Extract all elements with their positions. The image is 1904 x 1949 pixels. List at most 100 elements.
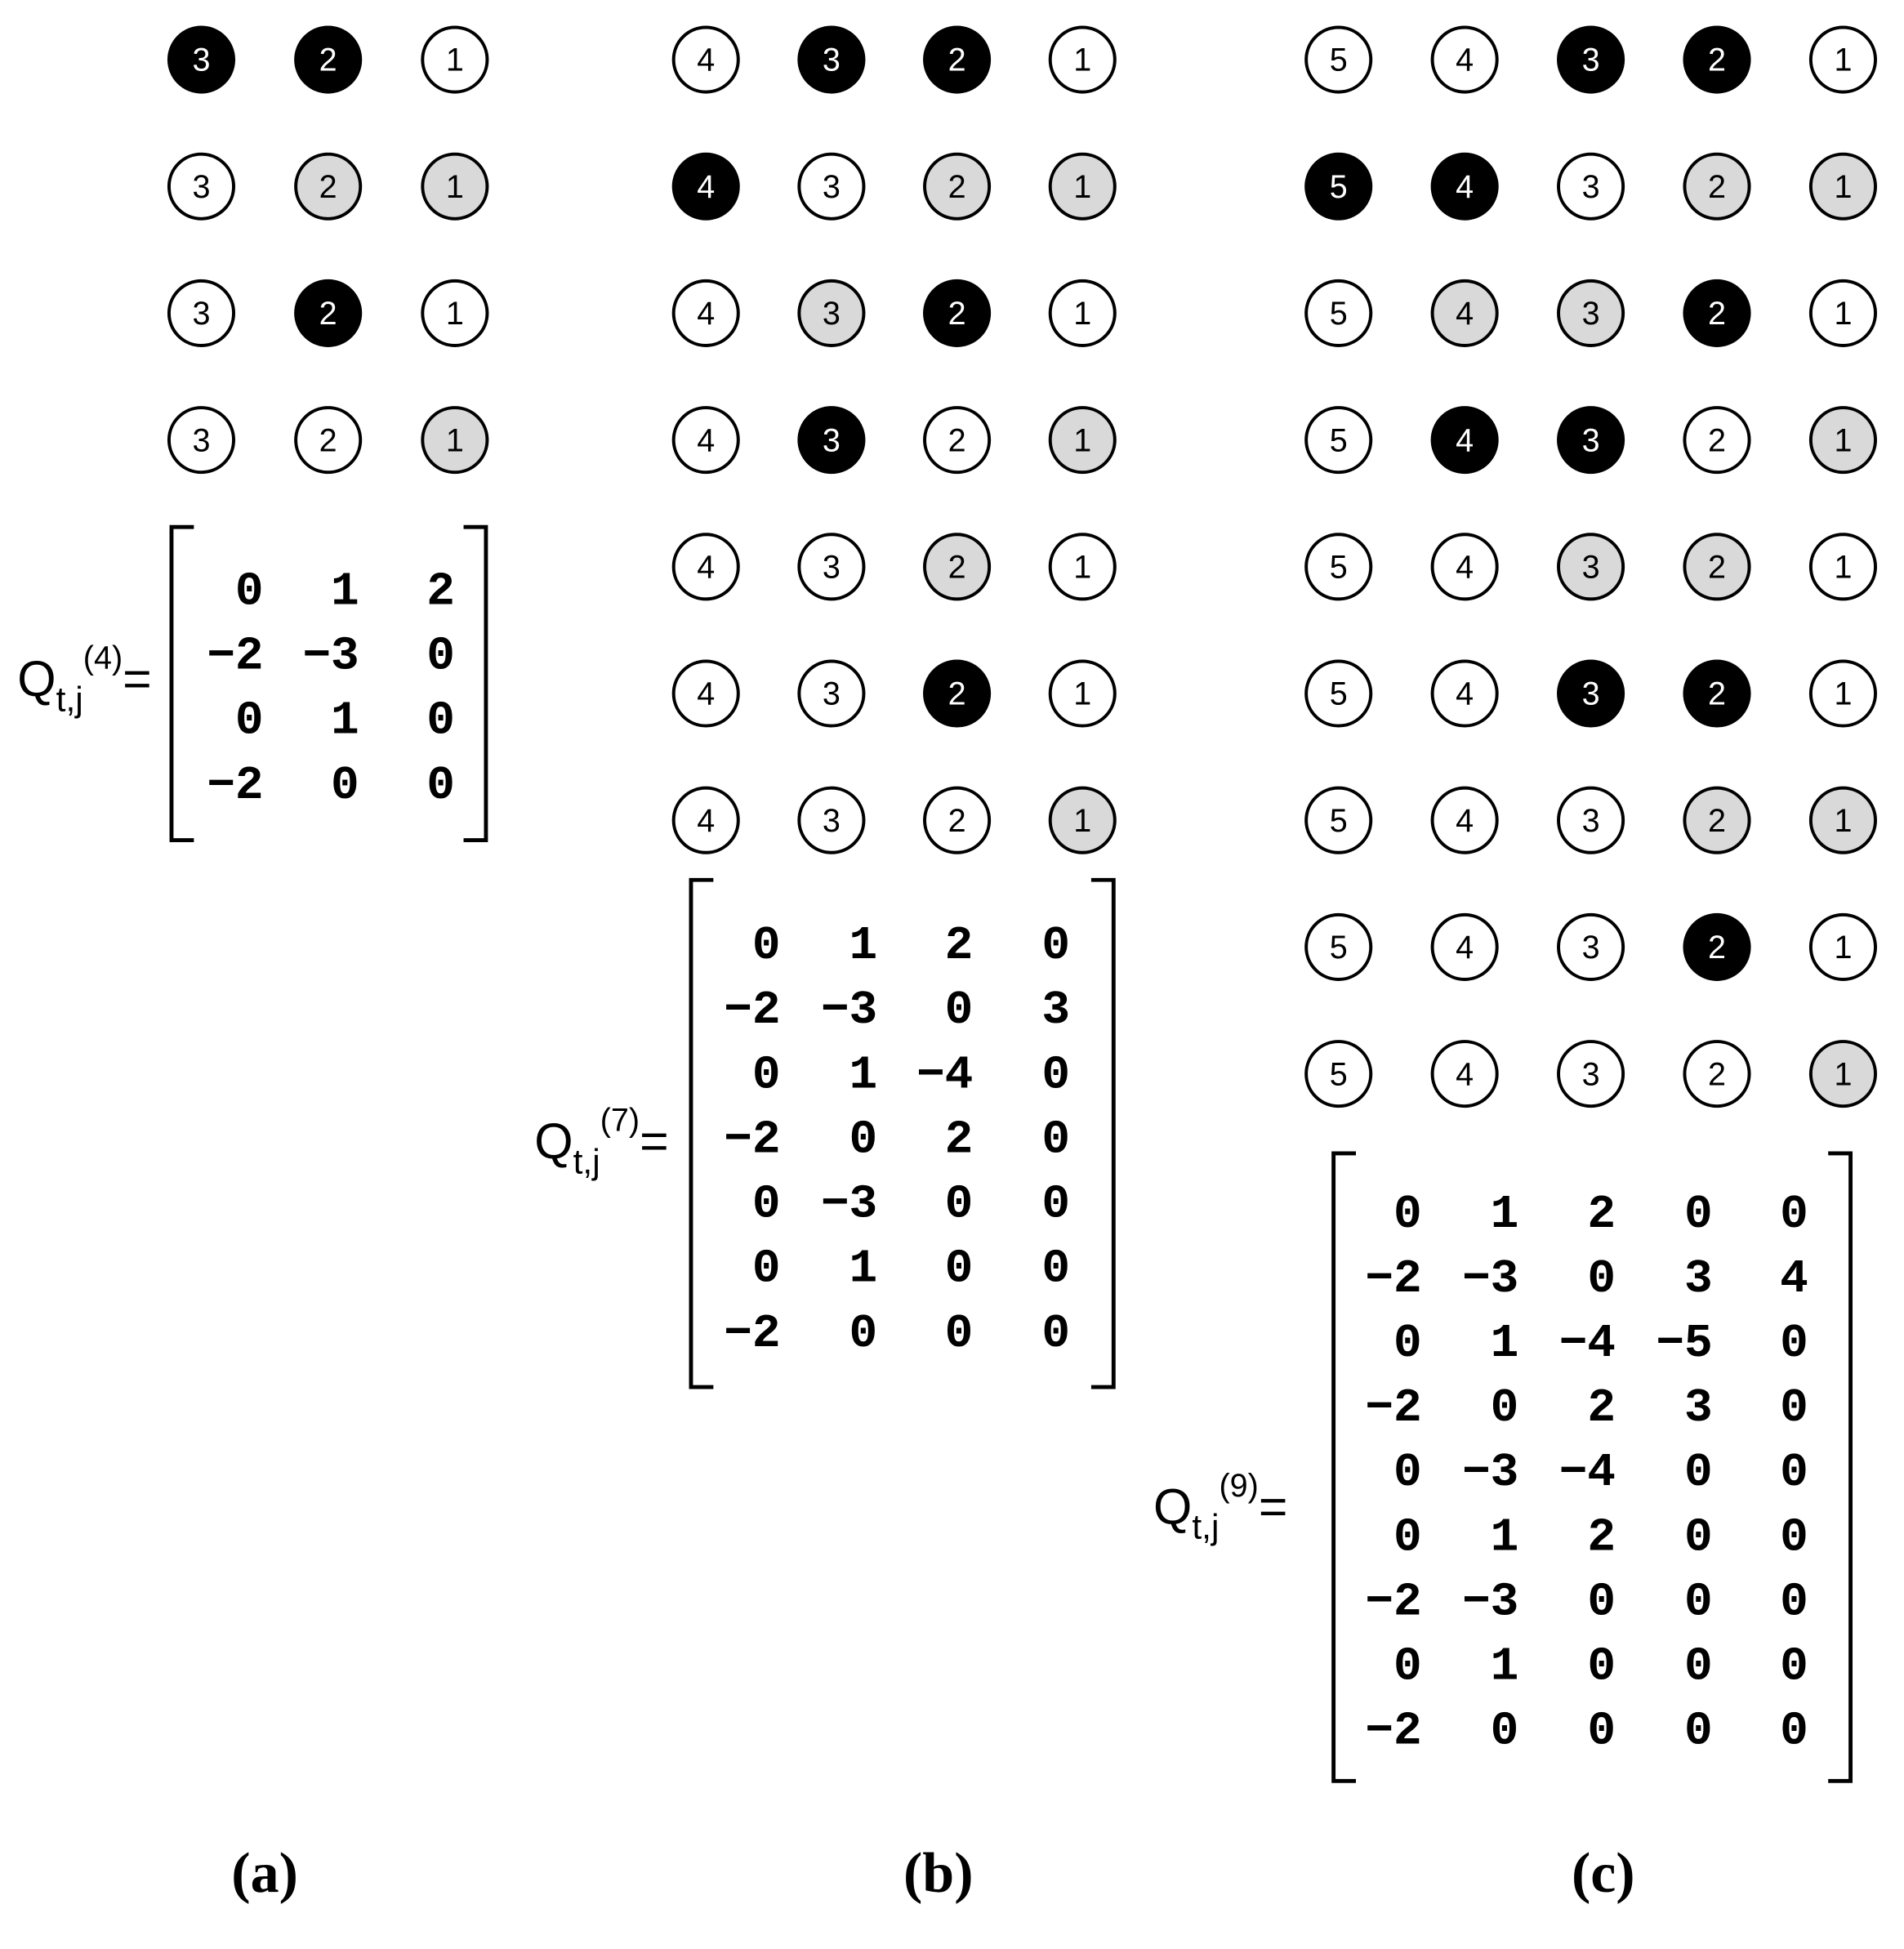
node-white: 5 [1304, 786, 1373, 854]
node-number: 3 [1582, 1056, 1600, 1092]
node-number: 4 [1456, 550, 1474, 586]
node-number: 3 [1582, 422, 1600, 458]
node-number: 5 [1330, 42, 1348, 78]
node-circle [1048, 533, 1117, 601]
node-circle [671, 279, 740, 347]
node-number: 5 [1330, 930, 1348, 966]
matrix-cell: 1 [849, 1243, 878, 1296]
matrix-cell: −2 [724, 984, 780, 1037]
left-bracket [169, 524, 194, 842]
matrix-cell: 0 [1587, 1253, 1616, 1306]
matrix-cell: 0 [1393, 1641, 1422, 1694]
node-number: 1 [446, 169, 464, 205]
node-number: 3 [1582, 296, 1600, 332]
node-gray: 2 [923, 152, 992, 221]
node-number: 5 [1330, 676, 1348, 712]
node-number: 1 [1834, 422, 1852, 458]
matrix-cell: 0 [1041, 1113, 1070, 1166]
node-circle [1808, 406, 1877, 475]
node-white: 4 [1430, 786, 1499, 854]
node-circle [1304, 659, 1373, 728]
node-circle [1557, 1040, 1625, 1108]
matrix-cell: −4 [916, 1049, 973, 1102]
node-white: 1 [1808, 25, 1877, 94]
node-circle [797, 786, 866, 854]
node-white: 4 [1430, 25, 1499, 94]
node-gray: 2 [1683, 786, 1751, 854]
matrix-cell: 0 [235, 695, 264, 748]
node-circle [1808, 279, 1877, 347]
node-circle [1304, 912, 1373, 981]
node-circle [797, 533, 866, 601]
node-number: 3 [823, 42, 841, 78]
node-white: 5 [1304, 25, 1373, 94]
node-number: 3 [823, 676, 841, 712]
node-gray: 2 [1683, 152, 1751, 221]
matrix-cell: 0 [752, 1049, 781, 1102]
node-white: 3 [167, 406, 236, 475]
matrix-cell: 0 [1393, 1318, 1422, 1371]
node-circle [1557, 25, 1625, 94]
node-circle [923, 279, 992, 347]
node-white: 4 [671, 25, 740, 94]
node-circle [797, 406, 866, 475]
q-subscript: t,j [573, 1142, 600, 1181]
node-white: 3 [797, 786, 866, 854]
node-circle [1430, 1040, 1499, 1108]
node-black: 3 [1557, 25, 1625, 94]
node-number: 4 [1456, 930, 1474, 966]
node-number: 2 [319, 422, 337, 458]
q-superscript: (9) [1219, 1468, 1258, 1504]
matrix-cell: 0 [1041, 1179, 1070, 1232]
matrix-cell: 0 [1684, 1189, 1713, 1242]
node-circle [294, 406, 363, 475]
node-number: 2 [1708, 169, 1726, 205]
node-circle [1304, 1040, 1373, 1108]
node-white: 5 [1304, 279, 1373, 347]
matrix-cell: −3 [821, 984, 877, 1037]
panel-label: (c) [1572, 1842, 1635, 1905]
right-bracket [463, 524, 488, 842]
matrix-cell: 1 [849, 920, 878, 973]
q-base: Q [17, 651, 56, 707]
node-number: 3 [192, 169, 210, 205]
node-circle [797, 25, 866, 94]
node-number: 4 [697, 550, 715, 586]
node-circle [294, 25, 363, 94]
node-circle [671, 786, 740, 854]
node-circle [1430, 912, 1499, 981]
node-number: 1 [1834, 296, 1852, 332]
node-number: 1 [1834, 676, 1852, 712]
node-number: 3 [1582, 550, 1600, 586]
node-number: 3 [1582, 930, 1600, 966]
node-circle [1683, 659, 1751, 728]
node-gray: 2 [923, 533, 992, 601]
matrix-cell: 1 [1491, 1318, 1519, 1371]
node-circle [1430, 152, 1499, 221]
node-number: 1 [1834, 803, 1852, 839]
matrix-cell: 0 [752, 1179, 781, 1232]
matrix-cell: 0 [1780, 1706, 1808, 1759]
node-number: 1 [1073, 676, 1091, 712]
node-number: 3 [192, 42, 210, 78]
node-white: 5 [1304, 1040, 1373, 1108]
matrix-cell: −2 [1365, 1382, 1421, 1435]
node-circle [1430, 406, 1499, 475]
node-number: 2 [948, 42, 966, 78]
node-circle [1808, 533, 1877, 601]
node-number: 3 [1582, 676, 1600, 712]
matrix-cell: −2 [1365, 1576, 1421, 1629]
node-circle [1048, 786, 1117, 854]
node-white: 2 [294, 406, 363, 475]
node-circle [1808, 786, 1877, 854]
node-black: 2 [1683, 659, 1751, 728]
matrix-cell: −4 [1559, 1318, 1616, 1371]
node-circle [1048, 659, 1117, 728]
node-number: 1 [446, 422, 464, 458]
node-white: 3 [1557, 912, 1625, 981]
